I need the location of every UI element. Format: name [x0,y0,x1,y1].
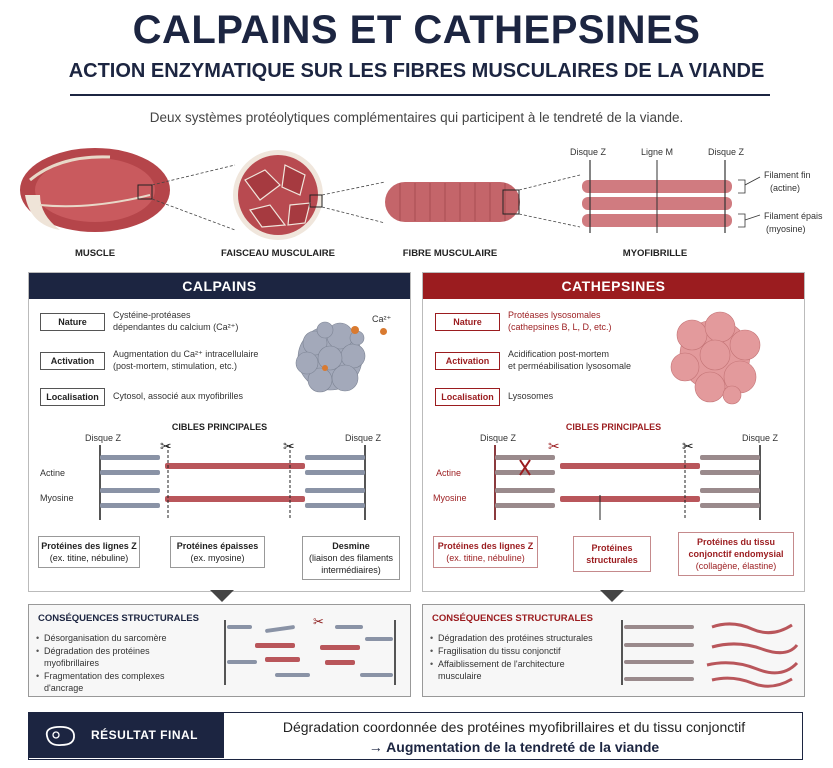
calpain-protein-illustration [295,321,366,393]
fibre-illustration [385,182,520,222]
cathepsines-disque-z-right: Disque Z [742,433,779,443]
calpains-activation-line1: Augmentation du Ca²⁺ intracellulaire [113,349,259,359]
calpains-degraded-sarcomere [224,620,396,685]
calpains-sarcomere [99,445,366,520]
cathepsines-target-1: Protéines des lignes Z (ex. titine, nébu… [433,536,538,568]
calpains-disque-z-right: Disque Z [345,433,382,443]
calpains-target-1: Protéines des lignes Z (ex. titine, nébu… [38,536,140,568]
cathepsines-target-3: Protéines du tissu conjonctif endomysial… [678,532,794,576]
calpains-activation-line2: (post-mortem, stimulation, etc.) [113,361,238,371]
anatomy-illustration [20,148,761,240]
cathepsines-cons-item: Affaiblissement de l'architecture muscul… [430,658,610,682]
final-result-line2: → Augmentation de la tendreté de la vian… [368,739,660,755]
cathepsines-activation-line2: et perméabilisation lysosomale [508,361,632,371]
cathepsines-activation-line1: Acidification post-mortem [508,349,610,359]
cathepsines-localisation-line1: Lysosomes [508,391,554,401]
calpains-localisation-line1: Cytosol, associé aux myofibrilles [113,391,244,401]
cathepsines-degraded-sarcomere [621,620,799,688]
calcium-ion-icon [380,328,387,335]
cathepsines-target-2: Protéines structurales [573,536,651,572]
calpains-activation-label: Activation [40,352,105,370]
cathepsines-target-1-desc: (ex. titine, nébuline) [446,553,525,563]
calpains-disque-z-left: Disque Z [85,433,122,443]
cathepsines-cons-item: Dégradation des protéines structurales [430,632,610,644]
cathepsines-down-arrow-icon [600,590,624,602]
scissors-icon: ✂ [682,438,694,454]
ligne-m-label: Ligne M [641,147,674,157]
cathepsines-cibles-title: CIBLES PRINCIPALES [565,422,662,432]
cathepsin-protein-illustration [670,311,761,405]
calpains-nature-line1: Cystéine-protéases [113,310,191,320]
scissors-icon: ✂ [160,438,172,454]
final-result-label-box: RÉSULTAT FINAL [29,713,224,758]
actine-label: (actine) [770,183,801,193]
final-result-line1: Dégradation coordonnée des protéines myo… [282,719,746,735]
muscle-illustration [20,148,170,232]
calpains-target-2: Protéines épaisses (ex. myosine) [170,536,265,568]
calpains-nature-label: Nature [40,313,105,331]
cathepsines-disque-z-left: Disque Z [480,433,517,443]
scissors-icon: ✂ [313,614,324,629]
cathepsines-header: CATHEPSINES [423,273,804,299]
cathepsines-target-3-title: Protéines du tissu conjonctif endomysial [688,537,784,559]
calpains-cons-list: Désorganisation du sarcomère Dégradation… [36,632,206,695]
calpains-localisation-label: Localisation [40,388,105,406]
calpains-target-3: Desmine (liaison des filaments intermédi… [302,536,400,580]
calpains-cons-title: CONSÉQUENCES STRUCTURALES [38,613,199,624]
faisceau-illustration [233,150,323,240]
cathepsines-nature-line2: (cathepsines B, L, D, etc.) [508,322,612,332]
calpains-cons-item: Dégradation des protéines myofibrillaire… [36,645,206,669]
cathepsines-target-2-title: Protéines structurales [586,543,638,565]
stage-fibre: FIBRE MUSCULAIRE [402,248,498,259]
cathepsines-nature-line1: Protéases lysosomales [508,310,601,320]
calpains-target-2-desc: (ex. myosine) [190,553,245,563]
scissors-icon: ✂ [548,438,560,454]
calpains-target-3-desc: (liaison des filaments intermédiaires) [308,553,394,575]
calpains-myosine-label: Myosine [40,493,74,503]
calpains-ca-label: Ca²⁺ [372,314,392,324]
intro-text: Deux systèmes protéolytiques complémenta… [149,110,684,125]
stage-myofibrille: MYOFIBRILLE [622,248,688,259]
calpains-down-arrow-icon [210,590,234,602]
myofibrille-illustration [582,160,761,233]
cathepsines-sarcomere [494,445,761,520]
disque-z-label-left: Disque Z [570,147,607,157]
calpains-cons-item: Désorganisation du sarcomère [36,632,206,644]
stage-muscle: MUSCLE [74,248,116,259]
cathepsines-target-3-desc: (collagène, élastine) [695,561,777,571]
meat-steak-icon [45,726,75,746]
cathepsines-cons-list: Dégradation des protéines structurales F… [430,632,610,683]
disque-z-label-right: Disque Z [708,147,745,157]
filament-fin-label: Filament fin [764,170,811,180]
cathepsines-actine-label: Actine [436,468,462,478]
cathepsines-myosine-label: Myosine [433,493,467,503]
title-divider [70,94,770,96]
page-subtitle: ACTION ENZYMATIQUE SUR LES FIBRES MUSCUL… [68,60,765,82]
cathepsines-localisation-label: Localisation [435,388,500,406]
myosine-label: (myosine) [766,224,806,234]
calpains-header: CALPAINS [29,273,410,299]
cathepsines-cons-item: Fragilisation du tissu conjonctif [430,645,610,657]
calpains-target-3-title: Desmine [332,541,370,551]
calpains-cons-item: Fragmentation des complexes d'ancrage [36,670,206,694]
calpains-target-2-title: Protéines épaisses [176,541,259,551]
calpains-target-1-desc: (ex. titine, nébuline) [49,553,129,563]
cathepsines-activation-label: Activation [435,352,500,370]
cathepsines-cons-title: CONSÉQUENCES STRUCTURALES [432,613,593,624]
cathepsines-target-1-title: Protéines des lignes Z [437,541,534,551]
stage-faisceau: FAISCEAU MUSCULAIRE [220,248,335,259]
final-result-label: RÉSULTAT FINAL [91,728,198,742]
calpains-target-1-title: Protéines des lignes Z [41,541,137,551]
calpains-actine-label: Actine [40,468,66,478]
page-title: CALPAINS ET CATHEPSINES [132,8,701,52]
cathepsines-nature-label: Nature [435,313,500,331]
calpains-cibles-title: CIBLES PRINCIPALES [171,422,268,432]
final-result-banner: RÉSULTAT FINAL Dégradation coordonnée de… [28,712,803,760]
filament-epais-label: Filament épais [764,211,823,221]
calpains-nature-line2: dépendantes du calcium (Ca²⁺) [113,322,239,332]
scissors-icon: ✂ [283,438,295,454]
